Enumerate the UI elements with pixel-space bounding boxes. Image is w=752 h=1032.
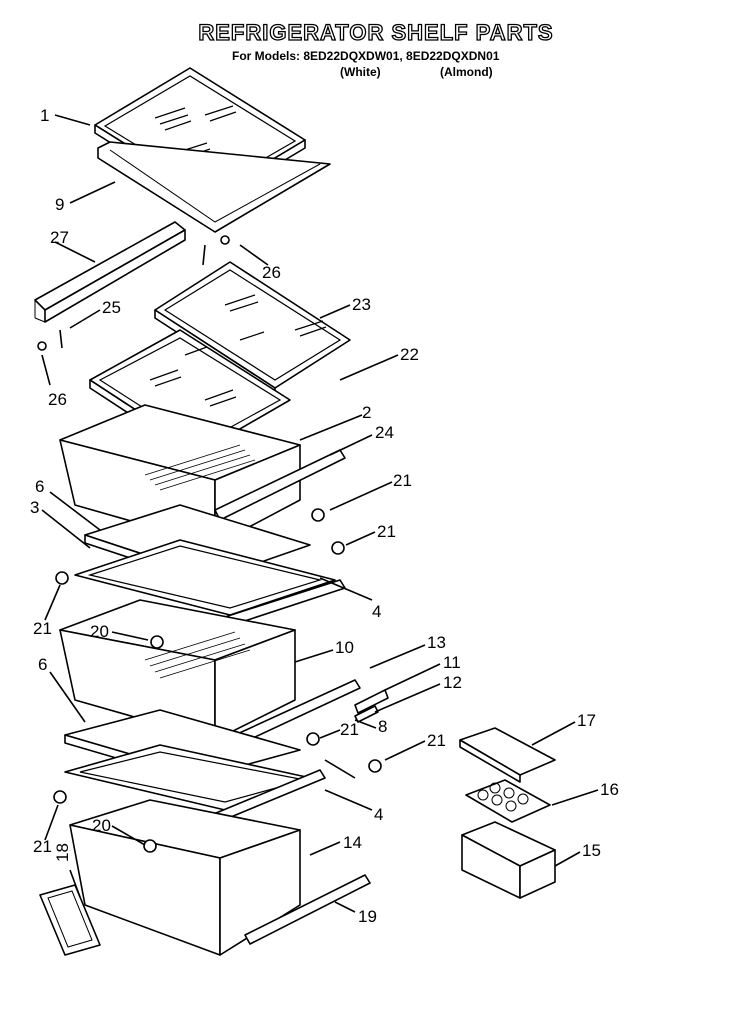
callout-2: 2 (362, 403, 371, 422)
variant-almond-label: (Almond) (440, 65, 493, 79)
callout-6-upper: 6 (35, 477, 44, 496)
callout-8: 8 (378, 717, 387, 736)
callout-21-d: 21 (340, 720, 359, 739)
shelf-frame-part (97, 141, 331, 233)
label-part (39, 884, 101, 956)
callout-21-a: 21 (393, 471, 412, 490)
models-line: For Models: 8ED22DQXDW01, 8ED22DQXDN01 (232, 49, 500, 63)
shelf-clips-part (53, 508, 382, 804)
callout-1: 1 (40, 106, 49, 125)
callout-17: 17 (577, 711, 596, 730)
callout-13: 13 (427, 633, 446, 652)
shelf-frame-upper-part (74, 504, 336, 616)
callout-23: 23 (352, 295, 371, 314)
callout-27: 27 (50, 228, 69, 247)
leader-lines (41, 114, 599, 913)
callout-9: 9 (55, 195, 64, 214)
callout-24: 24 (375, 423, 394, 442)
callout-3: 3 (30, 498, 39, 517)
callout-26-lower: 26 (48, 390, 67, 409)
callout-15: 15 (582, 841, 601, 860)
callout-21-f: 21 (33, 837, 52, 856)
rail-part (34, 221, 186, 323)
callout-11: 11 (443, 653, 461, 672)
callout-19: 19 (358, 907, 377, 926)
trim-strip-lower-part (244, 874, 371, 945)
variant-white-label: (White) (340, 65, 381, 79)
callout-16: 16 (600, 780, 619, 799)
screws-part (37, 235, 230, 351)
page-title: REFRIGERATOR SHELF PARTS (198, 19, 554, 45)
callout-25: 25 (102, 298, 121, 317)
callout-20-upper: 20 (90, 622, 109, 641)
callout-4-upper: 4 (372, 602, 381, 621)
callout-21-b: 21 (377, 522, 396, 541)
callout-26-upper: 26 (262, 263, 281, 282)
callout-18: 18 (53, 843, 72, 862)
callout-20-lower: 20 (92, 816, 111, 835)
callout-6-lower: 6 (38, 655, 47, 674)
callout-14: 14 (343, 833, 362, 852)
egg-bin-assembly-part (459, 727, 556, 899)
callout-21-e: 21 (427, 731, 446, 750)
callout-10: 10 (335, 638, 354, 657)
callout-21-c: 21 (33, 619, 52, 638)
callout-4-lower: 4 (374, 805, 383, 824)
crisper-pan-lower-part (69, 799, 301, 956)
crisper-pan-middle-part (59, 599, 296, 741)
callout-12: 12 (443, 673, 462, 692)
callout-22: 22 (400, 345, 419, 364)
